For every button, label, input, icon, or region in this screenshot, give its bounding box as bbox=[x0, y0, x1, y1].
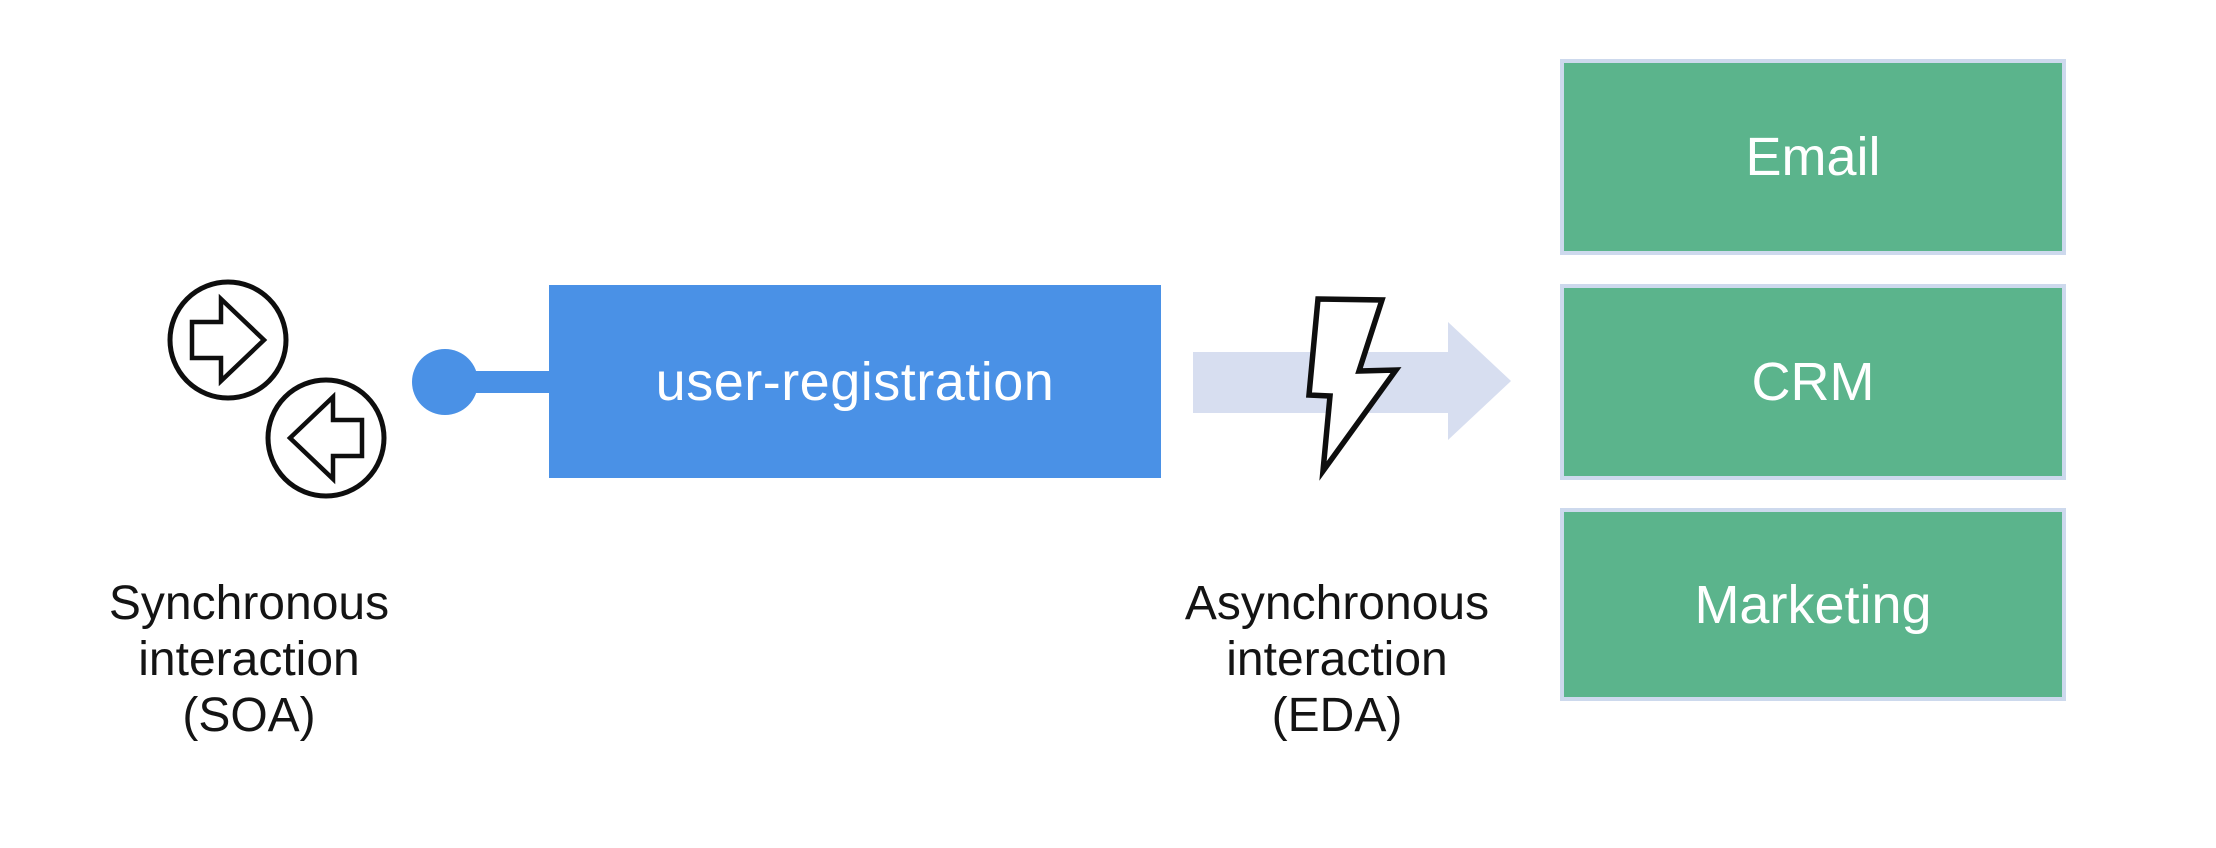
connector-ball bbox=[412, 349, 478, 415]
caption-line: Synchronous bbox=[108, 577, 390, 630]
service-box-label: user-registration bbox=[655, 351, 1055, 412]
target-box-marketing: Marketing bbox=[1560, 508, 2066, 701]
caption-line: interaction bbox=[138, 633, 360, 686]
lollipop-connector bbox=[412, 349, 550, 415]
right-arrow-icon bbox=[189, 293, 268, 387]
caption-line: interaction bbox=[1226, 633, 1448, 686]
target-label-marketing: Marketing bbox=[1694, 574, 1932, 635]
target-label-email: Email bbox=[1745, 127, 1881, 187]
lightning-bolt-shape bbox=[1305, 296, 1402, 481]
caption-asynchronous-eda: Asynchronous interaction (EDA) bbox=[1127, 576, 1547, 744]
caption-line: Asynchronous bbox=[1184, 577, 1490, 630]
caption-synchronous-soa: Synchronous interaction (SOA) bbox=[39, 576, 459, 744]
sync-arrows-icon bbox=[167, 279, 387, 499]
caption-line: (EDA) bbox=[1271, 689, 1403, 742]
lightning-bolt-icon bbox=[1305, 296, 1402, 481]
arrow-head bbox=[1448, 322, 1511, 440]
service-box-user-registration: user-registration bbox=[549, 285, 1161, 478]
caption-line: (SOA) bbox=[182, 689, 316, 742]
target-label-crm: CRM bbox=[1751, 352, 1875, 412]
target-box-crm: CRM bbox=[1560, 284, 2066, 480]
left-arrow-icon bbox=[286, 391, 365, 485]
target-box-email: Email bbox=[1560, 59, 2066, 255]
